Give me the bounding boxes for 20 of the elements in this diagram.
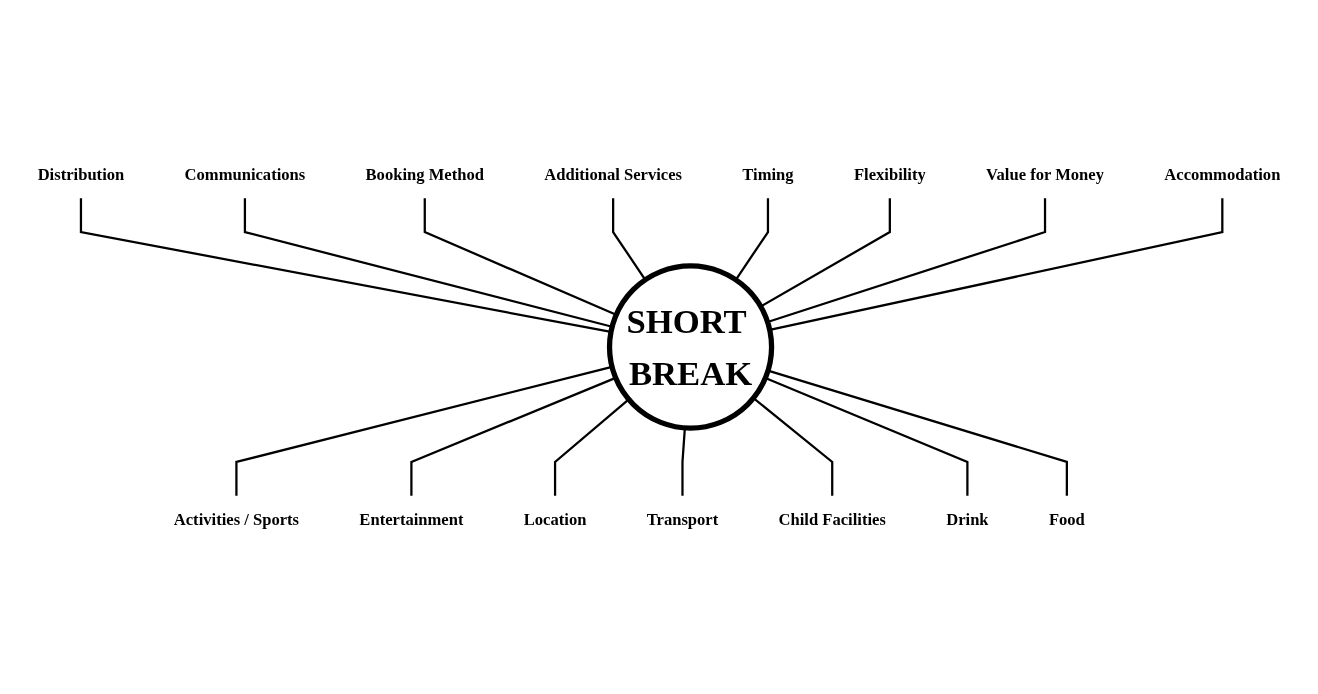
node-text: Communications: [184, 164, 306, 184]
node-text: Distribution: [37, 164, 125, 184]
connector: [752, 397, 834, 496]
node-text: Flexibility: [853, 164, 926, 184]
node-text: Activities / Sports: [173, 510, 300, 530]
node-text: Transport: [646, 510, 719, 530]
node-text: Drink: [946, 510, 989, 530]
node-text: Accommodation: [1164, 164, 1281, 184]
connector: [760, 198, 891, 308]
node-text: Additional Services: [544, 164, 683, 184]
node-text: Booking Method: [365, 164, 484, 184]
node-text: Location: [523, 510, 587, 530]
node-text: Value for Money: [986, 164, 1104, 184]
node-circle: SHORT BREAK: [606, 263, 775, 431]
node-text: Timing: [742, 164, 794, 184]
connector: [769, 198, 1224, 331]
node-text: Food: [1048, 510, 1085, 530]
node-text: Entertainment: [359, 510, 464, 530]
connector: [553, 398, 630, 496]
node-text: Child Facilities: [778, 510, 886, 530]
